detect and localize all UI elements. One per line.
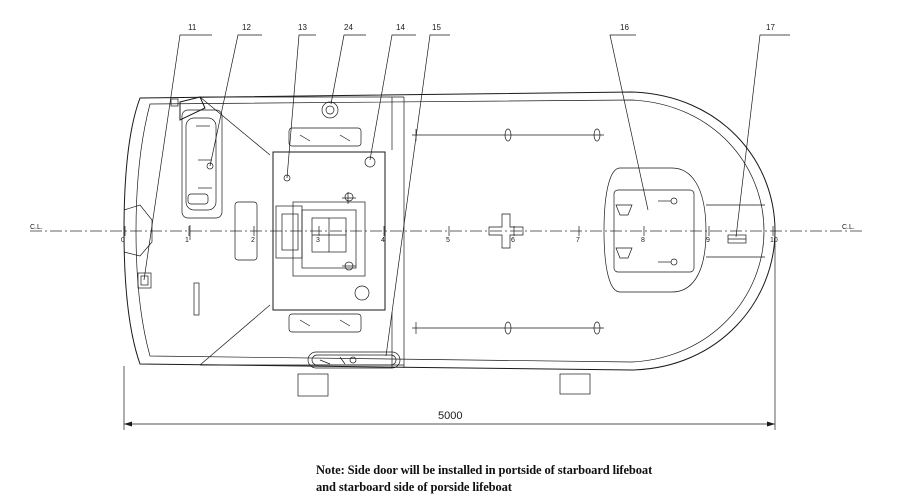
centerline-label-left: C.L.	[30, 224, 43, 231]
casing-fitting-round	[354, 285, 370, 301]
mast-step-cross	[488, 213, 524, 249]
steering-pin	[206, 162, 214, 170]
side-door	[307, 351, 401, 369]
side-door-marks	[319, 356, 346, 365]
station-3: 3	[316, 237, 320, 244]
station-6: 6	[511, 237, 515, 244]
hatch-hinge-top	[615, 204, 633, 216]
label-17: 17	[766, 23, 775, 32]
side-door-inner	[311, 354, 397, 366]
gearbox-inner	[281, 213, 299, 251]
station-4: 4	[381, 237, 385, 244]
dim-arrow-left	[124, 421, 132, 427]
hatch-bottom	[288, 313, 362, 333]
label-12: 12	[242, 23, 251, 32]
station-0: 0	[121, 237, 125, 244]
hatch-top-mark-1	[299, 134, 311, 142]
label-15: 15	[432, 23, 441, 32]
station-7: 7	[576, 237, 580, 244]
engine-casing	[272, 151, 386, 311]
hatch-bottom-mark-2	[339, 319, 351, 327]
hatch-knob-top	[670, 197, 678, 205]
steering-gear-housing	[181, 109, 223, 219]
rail-top-post-2	[504, 128, 512, 142]
drawing-note: Note: Side door will be installed in por…	[316, 462, 652, 496]
hatch-top-mark-2	[339, 134, 351, 142]
hatch-hinge-bottom	[615, 247, 633, 259]
station-8: 8	[641, 237, 645, 244]
stern-corner-box	[170, 98, 179, 107]
forward-hatch-cover	[613, 189, 695, 273]
hatch-top	[288, 127, 362, 147]
bow-trough	[706, 204, 765, 258]
station-10: 10	[770, 237, 778, 244]
label-14: 14	[396, 23, 405, 32]
hull-inner-outline	[135, 99, 765, 363]
rail-bottom-post-3	[593, 321, 601, 335]
hatch-bottom-mark-1	[299, 319, 311, 327]
side-slot	[193, 282, 200, 316]
support-block-left	[297, 373, 329, 397]
top-fitting-24-inner	[325, 105, 335, 115]
steering-bracket	[187, 193, 209, 205]
station-2: 2	[251, 237, 255, 244]
rail-bottom-post-2	[504, 321, 512, 335]
engine-fitting-top	[342, 192, 356, 204]
transom-notch	[123, 204, 153, 257]
engine-block	[292, 201, 366, 277]
leaders	[143, 34, 790, 357]
label-16: 16	[620, 23, 629, 32]
label-11: 11	[188, 23, 197, 32]
hull-outline	[123, 91, 776, 371]
dimension-length: 5000	[438, 410, 462, 422]
centerline-label-right: C.L.	[842, 224, 855, 231]
seat-block	[234, 201, 258, 261]
fitting-11	[137, 272, 152, 289]
casing-fitting-14	[364, 156, 376, 168]
note-line-2: and starboard side of porside lifeboat	[316, 480, 512, 494]
station-1: 1	[185, 237, 189, 244]
forward-hatch	[603, 167, 707, 293]
station-5: 5	[446, 237, 450, 244]
aft-deck-panel	[179, 96, 206, 121]
station-9: 9	[706, 237, 710, 244]
label-13: 13	[298, 23, 307, 32]
support-block-right	[559, 373, 591, 395]
station-ticks	[124, 226, 774, 236]
frame-line-aft-bottom	[199, 304, 271, 366]
gearbox	[275, 205, 303, 259]
side-door-handle	[349, 356, 357, 364]
engine-fitting-top-knob	[344, 192, 354, 202]
hatch-knob-bottom	[670, 258, 678, 266]
note-line-1: Note: Side door will be installed in por…	[316, 463, 653, 477]
steering-gear-inner	[185, 117, 217, 211]
label-24: 24	[344, 23, 353, 32]
frame-line-aft-top	[199, 96, 271, 156]
rail-top-post-3	[593, 128, 601, 142]
top-fitting-24	[321, 101, 339, 119]
dim-arrow-right	[767, 421, 775, 427]
engine-fitting-bottom-knob	[344, 261, 354, 271]
